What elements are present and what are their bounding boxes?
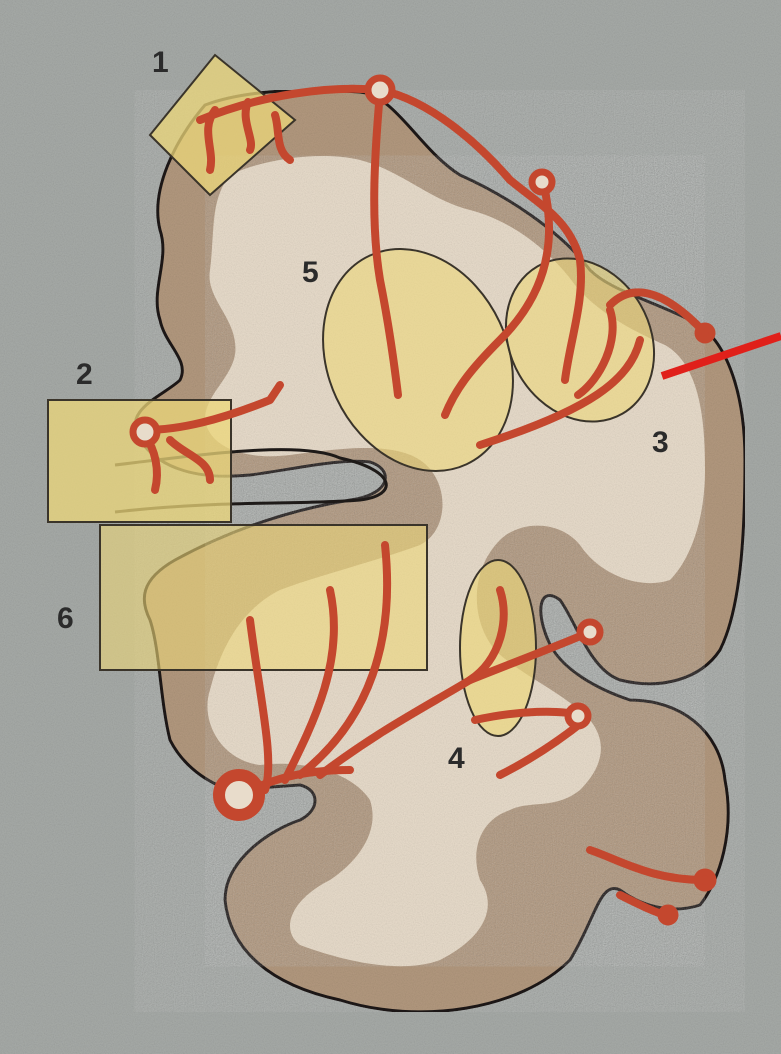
node-right-end <box>698 326 712 340</box>
node-left <box>133 420 157 444</box>
node-right-b <box>568 706 588 726</box>
label-2: 2 <box>76 358 93 391</box>
node-main <box>219 775 259 815</box>
node-bottom-end <box>697 872 713 888</box>
node-bottom-end-b <box>661 908 675 922</box>
node-top <box>368 78 392 102</box>
label-3: 3 <box>652 426 669 459</box>
node-right-a <box>580 622 600 642</box>
label-4: 4 <box>448 742 465 775</box>
label-1: 1 <box>152 46 169 79</box>
label-5: 5 <box>302 256 319 289</box>
label-6: 6 <box>57 602 74 635</box>
node-mid <box>532 172 552 192</box>
